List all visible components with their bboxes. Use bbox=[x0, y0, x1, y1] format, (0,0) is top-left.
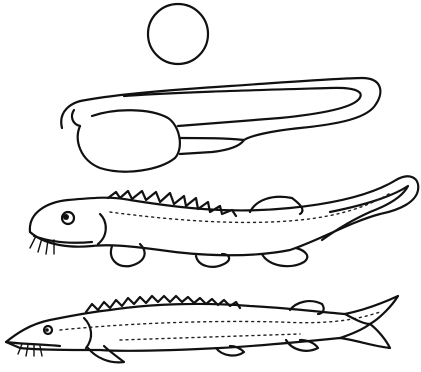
adult-tail-detail bbox=[340, 314, 370, 338]
adult-stage bbox=[6, 296, 398, 362]
adult-pectoral-fin bbox=[88, 346, 124, 362]
fry-pupil bbox=[63, 214, 69, 220]
larva-head-detail bbox=[72, 110, 80, 126]
adult-body-outline bbox=[6, 296, 398, 351]
fry-dorsal-fin bbox=[250, 197, 302, 214]
larva-body-outline bbox=[61, 78, 380, 154]
larva-stage bbox=[61, 78, 380, 172]
fry-dorsal-scutes bbox=[108, 191, 236, 216]
adult-pupil bbox=[45, 328, 49, 332]
egg-outline bbox=[148, 4, 208, 64]
larva-lower-line bbox=[180, 138, 244, 140]
adult-lateral-scutes bbox=[60, 312, 380, 330]
adult-ventral-scutes bbox=[120, 334, 300, 340]
larva-yolk-sac bbox=[78, 110, 180, 171]
egg-stage bbox=[148, 4, 208, 64]
adult-gill-cover bbox=[84, 318, 91, 348]
fry-mouth bbox=[34, 236, 92, 243]
fry-gill-cover bbox=[98, 214, 106, 244]
larva-finfold-line bbox=[124, 88, 361, 126]
fry-stage bbox=[30, 176, 418, 266]
